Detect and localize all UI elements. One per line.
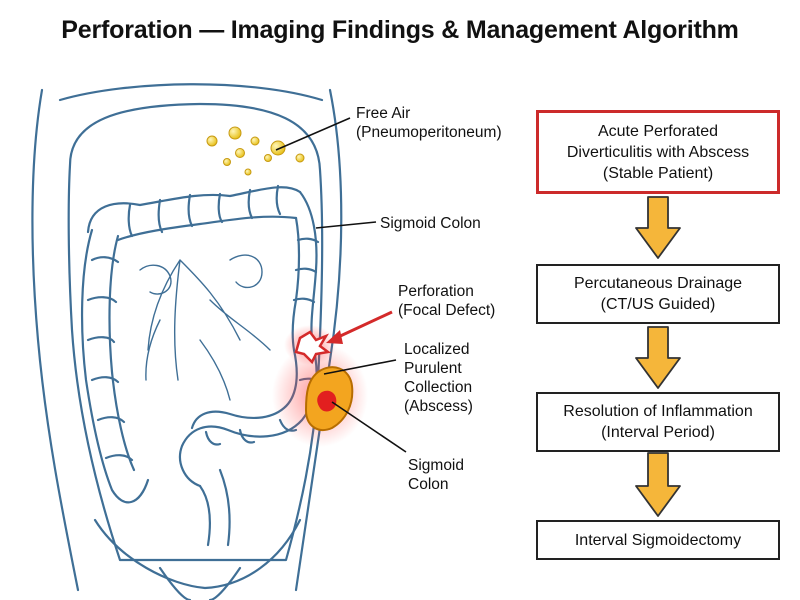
label-line: (Abscess) bbox=[404, 398, 473, 415]
flow-step-text: (Interval Period) bbox=[601, 424, 715, 441]
label-free-air: Free Air (Pneumoperitoneum) bbox=[356, 104, 502, 142]
flow-arrow-down-icon bbox=[635, 196, 681, 259]
label-line: Localized bbox=[404, 341, 470, 358]
label-line: Collection bbox=[404, 379, 473, 396]
flow-step-text: (Stable Patient) bbox=[602, 164, 714, 182]
flow-step-text: (CT/US Guided) bbox=[600, 296, 716, 313]
abdomen-illustration bbox=[31, 83, 407, 600]
flow-step-resolution: Resolution of Inflammation (Interval Per… bbox=[536, 392, 780, 452]
label-line: (Pneumoperitoneum) bbox=[356, 124, 502, 141]
label-line: Colon bbox=[408, 476, 449, 493]
label-line: Sigmoid bbox=[408, 457, 464, 474]
flow-step-text: Diverticulitis with Abscess bbox=[566, 143, 750, 161]
torso-outline bbox=[31, 88, 80, 592]
flow-step-percutaneous-drainage: Percutaneous Drainage (CT/US Guided) bbox=[536, 264, 780, 324]
flow-step-text: Percutaneous Drainage bbox=[573, 275, 743, 292]
perforation-defect bbox=[294, 330, 332, 365]
page-title: Perforation — Imaging Findings & Managem… bbox=[61, 16, 739, 44]
flow-arrow-down-icon bbox=[635, 452, 681, 517]
label-line: Free Air bbox=[356, 105, 411, 122]
flow-step-text: Resolution of Inflammation bbox=[563, 403, 753, 420]
label-perforation: Perforation (Focal Defect) bbox=[398, 282, 495, 320]
label-line: Sigmoid Colon bbox=[380, 215, 481, 232]
label-abscess: Localized Purulent Collection (Abscess) bbox=[404, 340, 473, 416]
label-line: (Focal Defect) bbox=[398, 302, 496, 319]
label-line: Purulent bbox=[404, 360, 462, 377]
transverse-colon bbox=[86, 186, 302, 242]
label-sigmoid-colon-lower: Sigmoid Colon bbox=[408, 456, 464, 494]
flow-step-interval-sigmoidectomy: Interval Sigmoidectomy bbox=[536, 520, 780, 560]
flow-step-text: Acute Perforated bbox=[597, 122, 719, 140]
flow-step-acute-perforated: Acute Perforated Diverticulitis with Abs… bbox=[536, 110, 780, 194]
flow-step-text: Interval Sigmoidectomy bbox=[574, 531, 742, 549]
free-air-bubbles bbox=[206, 126, 305, 176]
flow-arrow-down-icon bbox=[635, 326, 681, 389]
label-sigmoid-colon-upper: Sigmoid Colon bbox=[380, 214, 481, 233]
label-line: Perforation bbox=[398, 283, 474, 300]
ascending-colon bbox=[80, 228, 150, 504]
